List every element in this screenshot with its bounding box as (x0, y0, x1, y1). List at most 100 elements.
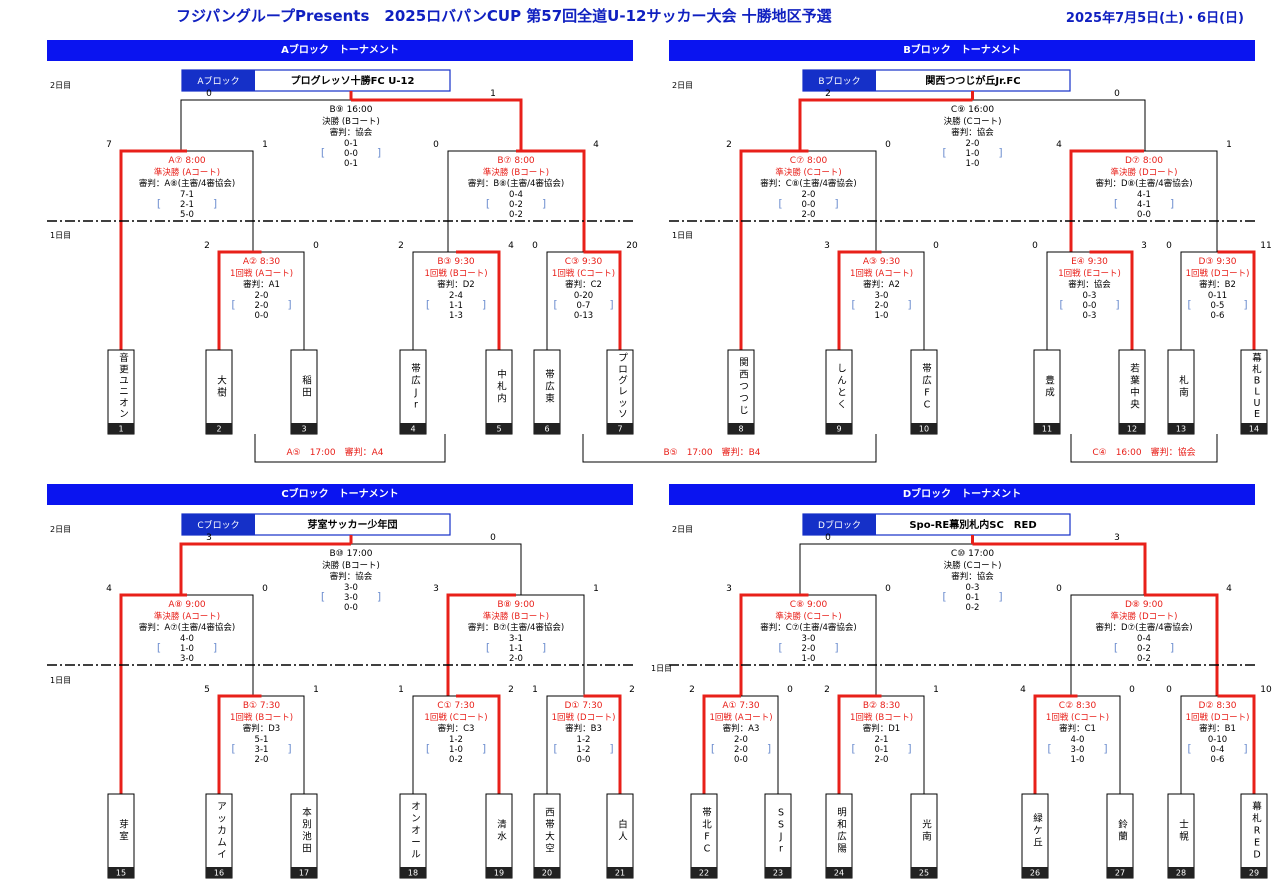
block-b-team-name-char: E (1254, 409, 1260, 420)
block-b-team-name-char: 札 (1252, 363, 1262, 375)
block-d-team-name-char: 北 (702, 820, 712, 831)
block-b-r1-2-score: 0-6 (1211, 311, 1225, 321)
block-c-r1-2-right-line (583, 694, 622, 794)
block-b-final-score: 1-0 (966, 159, 980, 169)
block-a-r1-1-score: 1-1 (449, 301, 463, 311)
block-a-team-box (399, 349, 427, 435)
block-a-semi0-left-score: 7 (106, 140, 112, 150)
block-a-team-name-char: ロ (618, 364, 628, 375)
block-a-champion: プログレッソ十勝FC U-12 (291, 74, 415, 87)
block-a-semi1-left-score: 0 (433, 140, 439, 150)
block-a-team-number: 4 (410, 425, 415, 434)
block-b-r1-1-score: 0-3 (1083, 311, 1097, 321)
block-c-team-name-char: 芽 (119, 819, 129, 831)
block-c-semi1-ref: 審判：B⑦(主審/4審協会) (468, 622, 564, 633)
block-b-team-name-char: つ (739, 382, 749, 393)
block-c-team-name-char: オ (411, 826, 421, 837)
block-d-r1-3-left-score: 0 (1166, 685, 1172, 695)
block-d-team-number-bg (826, 867, 852, 878)
block-d-semi1-right-score: 4 (1226, 584, 1232, 594)
block-a-r1-2-right-score: 20 (626, 241, 638, 251)
block-d-r1-0-left-line (702, 694, 741, 794)
block-a-semi1-right-score: 4 (593, 140, 599, 150)
block-d-team-number-bg (1168, 867, 1194, 878)
day-label: 1日目 (50, 676, 71, 685)
block-d-r1-2-right-line (1077, 695, 1121, 794)
block-d-team-name-char: R (1254, 826, 1261, 837)
block-a-r1-2-code: C③ 9:30 (565, 257, 603, 267)
block-c-semi1-score: 2-0 (509, 654, 523, 664)
block-a-team-number-bg (291, 423, 317, 434)
block-b-team-name-char: 央 (1130, 399, 1140, 411)
block-c-team-number: 19 (494, 869, 504, 878)
block-c-team-box (290, 793, 318, 879)
block-a-final-bracket-l: [ (321, 146, 325, 159)
block-d-r1-1-score: 2-1 (875, 735, 889, 745)
block-c-team-name-char: 大 (545, 831, 555, 843)
block-c-r1-0-left-score: 5 (204, 685, 210, 695)
block-a-r1-1-score: 2-4 (449, 291, 463, 301)
block-c-team-number-bg (607, 867, 633, 878)
block-a-team-name-char: 帯 (411, 363, 421, 375)
block-b-semi1-title: 準決勝 (Dコート) (1111, 167, 1178, 178)
block-b-semi0-score: 2-0 (802, 190, 816, 200)
block-b-team-name-char: く (837, 400, 847, 411)
block-d-team-name-char: 和 (837, 820, 847, 831)
block-a-final-ref: 審判：協会 (330, 127, 373, 138)
block-c-team-number: 16 (214, 869, 224, 878)
block-c-team-name-char: 清 (497, 819, 507, 831)
block-b-team-name-char: L (1254, 387, 1260, 398)
block-c-r1-0-score: 2-0 (255, 755, 269, 765)
block-d-r1-2-left-score: 4 (1020, 685, 1026, 695)
block-d-winner-label-bg (803, 514, 876, 535)
block-c-r1-1-left-score: 1 (398, 685, 404, 695)
block-c-team-box (399, 793, 427, 879)
block-a-semi0-ref: 審判：A⑧(主審/4審協会) (139, 178, 235, 189)
block-b-r1-2-bracket-l: [ (1187, 298, 1191, 311)
block-d-final-right-line (972, 542, 1147, 595)
block-d-team-name-char: 蘭 (1118, 831, 1128, 843)
block-d-team-box (1021, 793, 1049, 879)
block-a-semi0-score: 7-1 (180, 190, 194, 200)
block-d-semi1-left-line (1070, 594, 1144, 696)
block-c-semi1-code: B⑧ 9:00 (497, 600, 535, 610)
block-b-semi0-left-score: 2 (726, 140, 732, 150)
block-b-r1-0-code: A③ 9:30 (863, 257, 901, 267)
block-d-semi0-left-line (739, 593, 809, 696)
block-a-r1-2-score: 0-7 (577, 301, 591, 311)
block-b-team-name-char: 幕 (1252, 352, 1262, 364)
block-a-team-name-char: 広 (411, 375, 421, 387)
block-d-team-box (1167, 793, 1195, 879)
block-d-r1-3-code: D② 8:30 (1198, 701, 1236, 711)
block-a-team-number: 5 (496, 425, 501, 434)
block-d-semi1-bracket-l: [ (1114, 641, 1118, 654)
block-b-r1-2-bracket-r: ] (1243, 298, 1247, 311)
block-b-semi0-bracket-r: ] (834, 197, 838, 210)
block-b-team-name-char: 西 (739, 370, 749, 381)
block-c-semi1-score: 3-1 (509, 634, 523, 644)
block-a-semi0-bracket-r: ] (213, 197, 217, 210)
block-a-semi1-title: 準決勝 (Bコート) (483, 167, 549, 178)
block-b-r1-1-right-line (1089, 250, 1134, 350)
block-d-r1-3-right-score: 10 (1260, 685, 1272, 695)
block-c-semi1-left-line (446, 593, 516, 696)
block-b-team-number-bg (911, 423, 937, 434)
block-b-r1-1-ref: 審判：協会 (1068, 279, 1111, 290)
block-a-final-score: 0-0 (344, 149, 358, 159)
block-d-team-number-bg (1107, 867, 1133, 878)
block-c-final-code: B⑩ 17:00 (329, 549, 372, 559)
block-a-final-left-score: 0 (206, 89, 212, 99)
block-c-semi0-ref: 審判：A⑦(主審/4審協会) (139, 622, 235, 633)
block-d-semi1-ref: 審判：D⑦(主審/4審協会) (1095, 622, 1192, 633)
block-c-r1-0-bracket-l: [ (231, 742, 235, 755)
block-d-final-left-line (799, 543, 973, 595)
block-d-semi1-score: 0-2 (1137, 644, 1151, 654)
block-c-final-score: 3-0 (344, 583, 358, 593)
block-b-semi0-code: C⑦ 8:00 (790, 156, 828, 166)
block-a-semi1-score: 0-2 (509, 200, 523, 210)
block-a-semi1-score: 0-2 (509, 210, 523, 220)
block-a-team-name-char: 田 (302, 388, 312, 399)
block-d-r1-0-ref: 審判：A3 (723, 723, 760, 734)
block-d-team-name-char: 幕 (1252, 801, 1262, 813)
block-d-r1-1-title: 1回戦 (Bコート) (850, 712, 913, 723)
